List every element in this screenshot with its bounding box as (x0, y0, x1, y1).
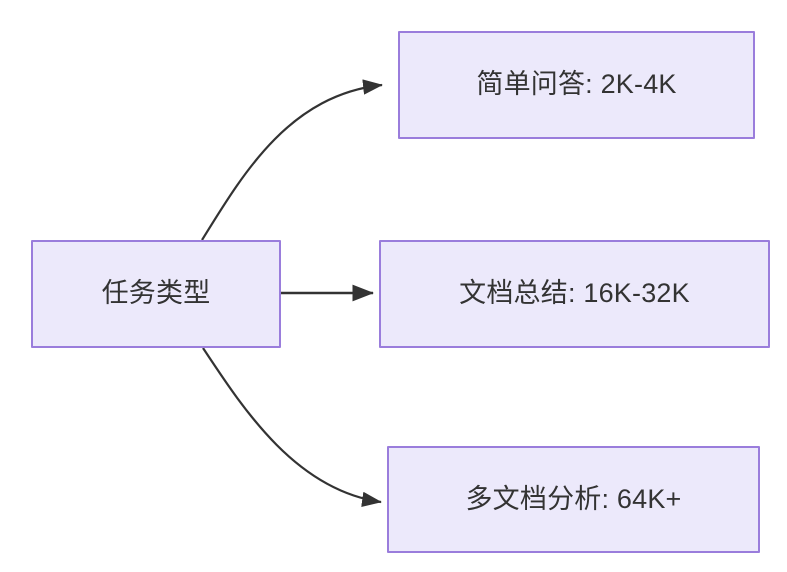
node-simple-qa[interactable]: 简单问答: 2K-4K (398, 31, 755, 139)
edge-root-to-multi-doc (202, 347, 382, 507)
node-task-type-label: 任务类型 (101, 278, 211, 309)
node-simple-qa-label: 简单问答: 2K-4K (476, 69, 677, 100)
node-multi-document-analysis-label: 多文档分析: 64K+ (465, 483, 682, 514)
node-task-type[interactable]: 任务类型 (31, 240, 281, 348)
node-multi-document-analysis[interactable]: 多文档分析: 64K+ (387, 446, 760, 553)
node-document-summary[interactable]: 文档总结: 16K-32K (379, 240, 770, 348)
edge-root-to-simple-qa (201, 79, 383, 241)
node-document-summary-label: 文档总结: 16K-32K (459, 278, 690, 309)
